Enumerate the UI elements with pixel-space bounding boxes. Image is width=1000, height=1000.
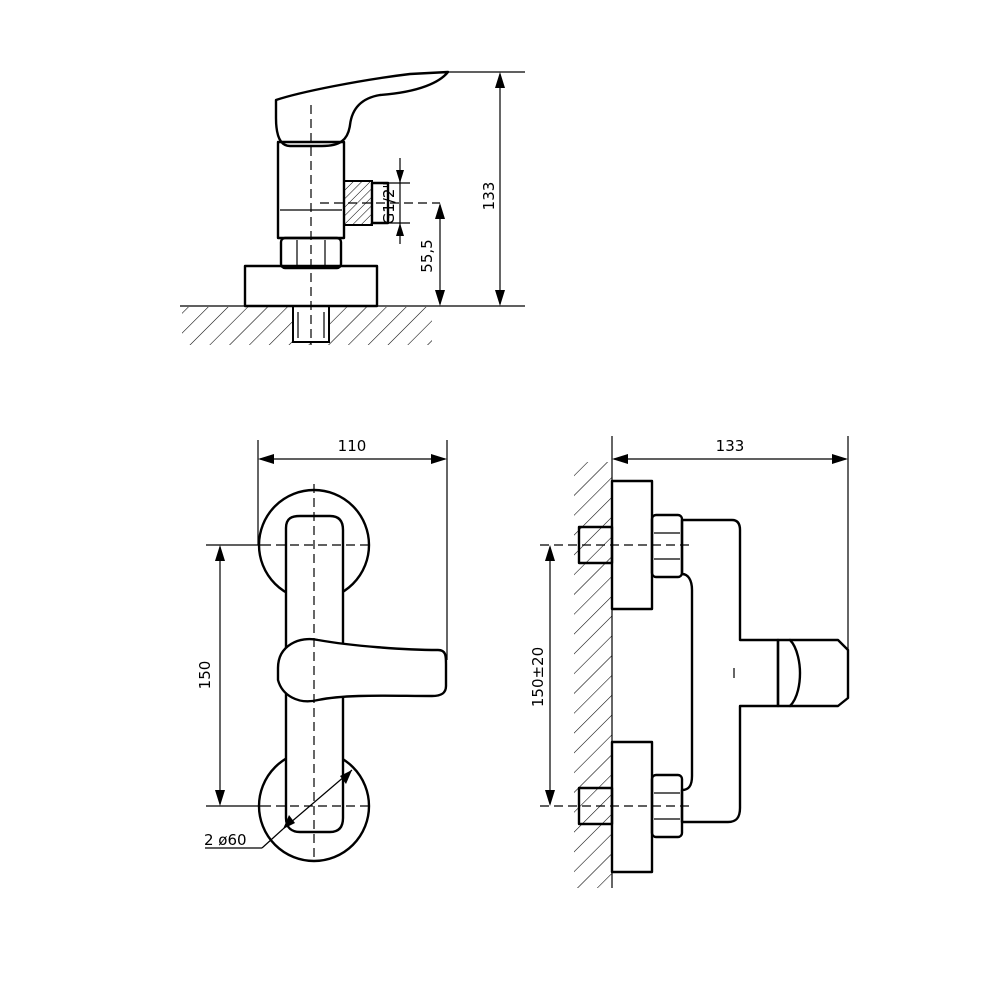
side-outlet-thread xyxy=(370,181,390,225)
side-body xyxy=(276,140,346,240)
dim-side-thread: G1/2" xyxy=(380,182,398,225)
right-cap xyxy=(788,638,850,708)
dim-front-width: 110 xyxy=(338,437,367,455)
right-rosette-bottom xyxy=(610,740,654,874)
front-view: 110 150 2 ø60 xyxy=(196,437,448,863)
dim-side-height: 133 xyxy=(480,182,498,211)
right-view: 133 150±20 xyxy=(529,436,850,888)
right-cap-ring xyxy=(776,638,802,708)
dim-right-depth: 133 xyxy=(716,437,745,455)
dim-front-rosette: 2 ø60 xyxy=(204,831,247,849)
dim-side-inlet-height: 55,5 xyxy=(418,239,436,272)
right-nut-top xyxy=(650,513,684,579)
wall-hatch xyxy=(574,462,612,888)
front-lever xyxy=(276,637,448,703)
dim-front-spacing: 150 xyxy=(196,661,214,690)
side-rosette xyxy=(243,264,379,308)
side-view: 133 55,5 G1/2" xyxy=(180,70,525,345)
side-handle xyxy=(274,70,450,148)
right-body xyxy=(680,518,780,824)
dim-right-spacing: 150±20 xyxy=(529,647,547,707)
